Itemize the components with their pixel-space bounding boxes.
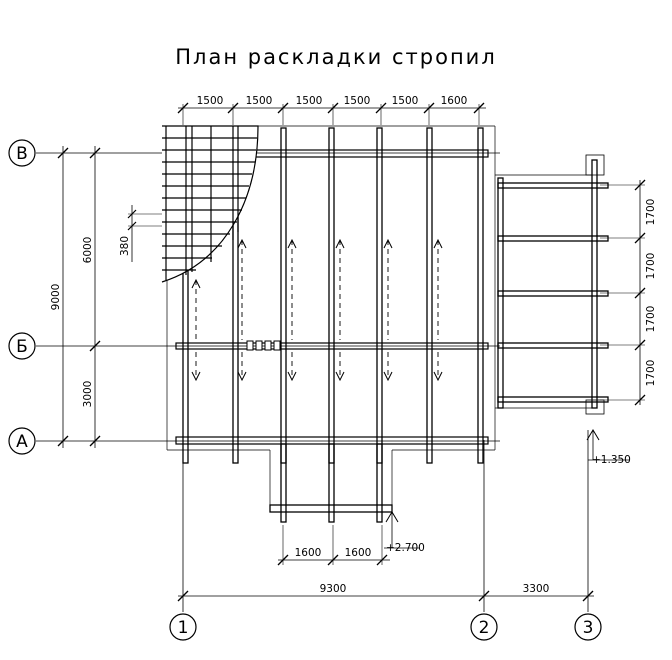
right-dimension-chain: 1700 1700 1700 1700 xyxy=(600,179,657,406)
svg-text:3: 3 xyxy=(583,618,594,638)
dim-right-1: 1700 xyxy=(645,199,657,226)
sheathing-hatch xyxy=(161,125,259,283)
rafter-4 xyxy=(328,127,335,464)
dim-porch-1: 1600 xyxy=(295,547,322,559)
dim-right-2: 1700 xyxy=(645,253,657,280)
svg-text:В: В xyxy=(16,144,28,164)
plan-title: План раскладки стропил xyxy=(175,45,497,69)
svg-text:+1.350: +1.350 xyxy=(592,454,631,466)
dim-top-4: 1500 xyxy=(344,95,371,107)
dim-top-5: 1500 xyxy=(392,95,419,107)
dim-bottom-3300: 3300 xyxy=(523,583,550,595)
dim-right-4: 1700 xyxy=(645,360,657,387)
top-dimension-chain: 1500 1500 1500 1500 1500 1600 xyxy=(177,95,486,125)
axis-grid xyxy=(36,152,589,612)
axis-bubble-col-3: 3 xyxy=(574,613,602,641)
dim-left-9000: 9000 xyxy=(50,284,62,311)
dim-porch-2: 1600 xyxy=(345,547,372,559)
dim-left-6000: 6000 xyxy=(82,237,94,264)
axis-bubble-row-v: В xyxy=(8,139,36,167)
rafter-6 xyxy=(426,127,433,464)
porch-bottom xyxy=(269,443,393,523)
elevation-2700: +2.700 xyxy=(384,511,425,554)
slope-arrows xyxy=(195,240,439,380)
left-dimension-chains: 9000 6000 3000 380 xyxy=(50,146,165,448)
porch-right xyxy=(495,154,609,415)
dim-sheathing-380: 380 xyxy=(119,236,131,256)
axis-bubble-col-1: 1 xyxy=(169,613,197,641)
svg-text:Б: Б xyxy=(16,337,28,357)
slope-arrowheads xyxy=(191,238,443,382)
dim-right-3: 1700 xyxy=(645,306,657,333)
axis-bubble-row-b: Б xyxy=(8,332,36,360)
svg-text:А: А xyxy=(16,432,28,452)
svg-text:+2.700: +2.700 xyxy=(386,542,425,554)
rafter-7 xyxy=(477,127,484,464)
rafter-3 xyxy=(280,127,287,464)
beam-axis-b xyxy=(175,342,489,350)
svg-text:1: 1 xyxy=(178,618,189,638)
dim-left-3000: 3000 xyxy=(82,381,94,408)
axis-bubble-col-2: 2 xyxy=(470,613,498,641)
porch-dimension-chain: 1600 1600 xyxy=(277,525,390,566)
svg-text:2: 2 xyxy=(479,618,490,638)
dim-top-1: 1500 xyxy=(197,95,224,107)
elevation-1350: +1.350 xyxy=(586,429,631,466)
bottom-dimension-chain: 9300 3300 xyxy=(177,583,594,602)
dim-top-3: 1500 xyxy=(296,95,323,107)
dim-bottom-9300: 9300 xyxy=(320,583,347,595)
beam-axis-a xyxy=(175,436,489,445)
rafter-5 xyxy=(376,127,383,464)
axis-bubble-row-a: А xyxy=(8,427,36,455)
ridge-connectors xyxy=(246,340,281,351)
dim-top-2: 1500 xyxy=(246,95,273,107)
dim-top-6: 1600 xyxy=(441,95,468,107)
